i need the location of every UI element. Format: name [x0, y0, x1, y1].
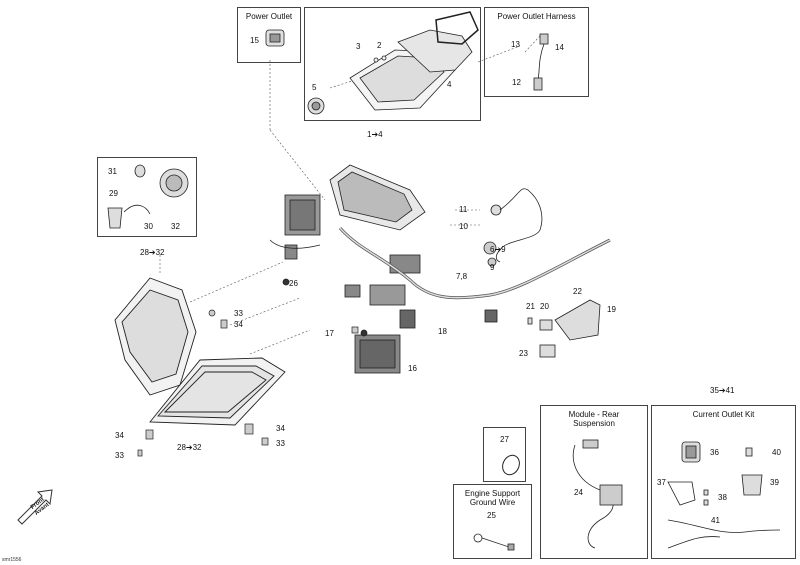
power-outlet-box: Power Outlet: [237, 7, 301, 63]
callout-15: 15: [250, 36, 259, 45]
callout-39: 39: [770, 478, 779, 487]
callout-26: 26: [289, 279, 298, 288]
current-outlet-kit-drawing: [667, 441, 781, 549]
callout-37: 37: [657, 478, 666, 487]
bulb-box: [97, 157, 197, 237]
callout-33-b: 33: [115, 451, 124, 460]
main-cluster-drawing: [269, 164, 611, 374]
callout-9: 9: [490, 263, 495, 272]
callout-35-41: 35➔41: [710, 386, 735, 395]
headlight-assemblies: [114, 277, 286, 426]
callout-14: 14: [555, 43, 564, 52]
callout-25: 25: [487, 511, 496, 520]
key-cable-drawing: [483, 188, 543, 267]
front-arrow-icon: [17, 489, 53, 525]
callout-27: 27: [500, 435, 509, 444]
callout-34-a: 34: [234, 320, 243, 329]
callout-18: 18: [438, 327, 447, 336]
power-outlet-title: Power Outlet: [245, 12, 293, 21]
power-outlet-harness-title: Power Outlet Harness: [497, 12, 576, 21]
callout-13: 13: [511, 40, 520, 49]
gasket-part: [502, 454, 520, 476]
callout-11: 11: [459, 205, 468, 214]
callout-10: 10: [459, 222, 468, 231]
callout-31: 31: [108, 167, 117, 176]
callout-34-c: 34: [276, 424, 285, 433]
callout-21: 21: [526, 302, 535, 311]
callout-4: 4: [447, 80, 452, 89]
callout-1-4: 1➔4: [367, 130, 383, 139]
callout-28-32-bottom: 28➔32: [177, 443, 202, 452]
current-outlet-kit-box: Current Outlet Kit: [651, 405, 796, 559]
callout-34-b: 34: [115, 431, 124, 440]
fasteners: [137, 309, 359, 457]
callout-40: 40: [772, 448, 781, 457]
callout-7-8: 7,8: [456, 272, 468, 281]
callout-23: 23: [519, 349, 528, 358]
engine-support-ground-wire-title: Engine Support Ground Wire: [464, 489, 521, 507]
callout-3: 3: [356, 42, 361, 51]
callout-5: 5: [312, 83, 317, 92]
callout-32: 32: [171, 222, 180, 231]
document-code: smr1556: [2, 557, 22, 563]
module-rear-suspension-title: Module - Rear Suspension: [568, 410, 620, 428]
instrument-cluster-drawing: [307, 11, 479, 115]
current-outlet-kit-title: Current Outlet Kit: [692, 410, 755, 419]
bulb-socket-drawing: [107, 164, 189, 229]
module-rear-suspension-drawing: [572, 439, 623, 549]
callout-28-32-top: 28➔32: [140, 248, 165, 257]
callout-16: 16: [408, 364, 417, 373]
brackets-drawing: [527, 299, 601, 358]
module-rear-suspension-box: Module - Rear Suspension: [540, 405, 648, 559]
callout-19: 19: [607, 305, 616, 314]
callout-24: 24: [574, 488, 583, 497]
callout-6-9: 6➔9: [490, 245, 506, 254]
callout-29: 29: [109, 189, 118, 198]
callout-17: 17: [325, 329, 334, 338]
power-outlet-harness-part: [533, 33, 549, 91]
power-outlet-harness-box: Power Outlet Harness: [484, 7, 589, 97]
ground-wire-drawing: [473, 533, 515, 551]
callout-41: 41: [711, 516, 720, 525]
callout-33-c: 33: [276, 439, 285, 448]
callout-30: 30: [144, 222, 153, 231]
engine-support-ground-wire-box: Engine Support Ground Wire: [453, 484, 532, 559]
callout-20: 20: [540, 302, 549, 311]
cluster-box: [304, 7, 481, 121]
callout-36: 36: [710, 448, 719, 457]
callout-38: 38: [718, 493, 727, 502]
callout-33-a: 33: [234, 309, 243, 318]
callout-2: 2: [377, 41, 382, 50]
power-outlet-part: [265, 29, 285, 47]
gasket-box: [483, 427, 526, 482]
callout-22: 22: [573, 287, 582, 296]
callout-12: 12: [512, 78, 521, 87]
